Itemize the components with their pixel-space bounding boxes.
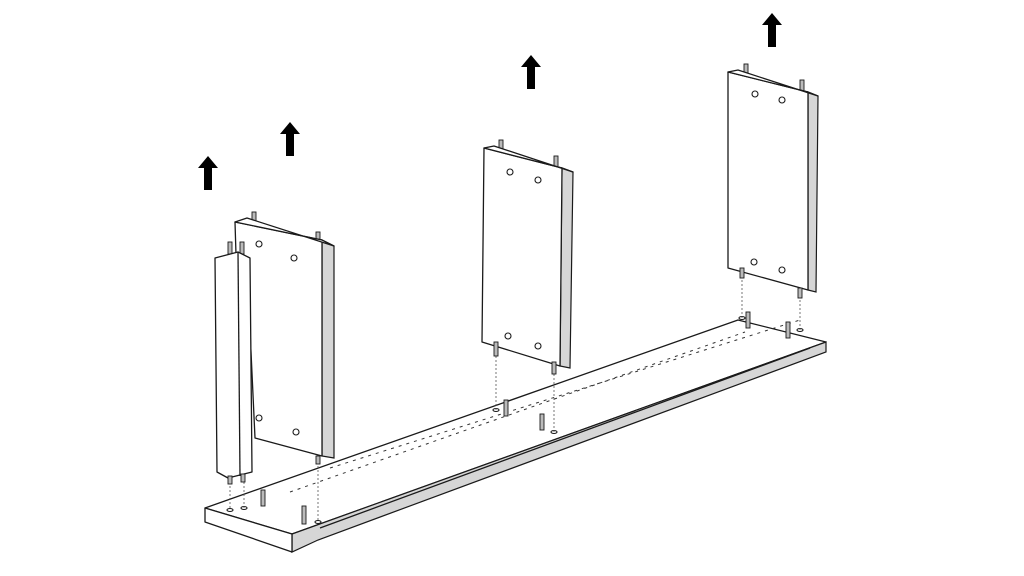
base-board-groove [319, 347, 811, 529]
base-board-left-edge [204, 507, 293, 553]
hole [314, 519, 322, 525]
panel-middle [481, 139, 574, 375]
panel-face [727, 71, 809, 291]
base-board-front-edge [291, 341, 827, 553]
panel-edge [321, 239, 335, 459]
arrow-up-icon [762, 13, 782, 47]
dowel [260, 489, 266, 507]
narrow-side-panel [214, 241, 253, 485]
narrow-panel-face [214, 251, 253, 479]
hole [226, 507, 234, 513]
panel-left [234, 211, 335, 465]
base-dowels [226, 311, 804, 525]
alignment-guides [229, 276, 801, 522]
dowel [785, 321, 791, 339]
arrow-up-icon [198, 156, 218, 190]
panel-right [727, 63, 819, 299]
panel-face [481, 147, 563, 367]
arrow-up-icon [521, 55, 541, 89]
dowel-hole-row-front [329, 319, 801, 469]
arrow-up-icon [280, 122, 300, 156]
base-board [204, 319, 827, 553]
dowel-hole-row-back [289, 331, 746, 493]
dowel [745, 311, 751, 329]
dowel [503, 399, 509, 417]
dowel [301, 505, 307, 525]
dowel [539, 413, 545, 431]
panel-edge [807, 91, 819, 293]
